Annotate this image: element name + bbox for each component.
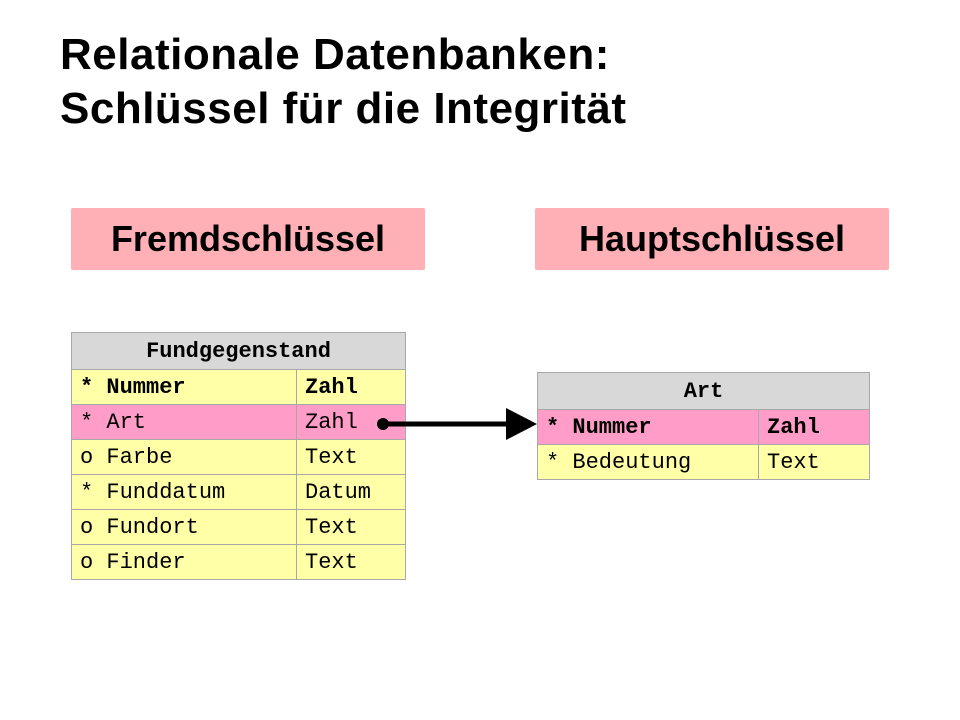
primary-key-row: * Nummer Zahl <box>537 409 870 445</box>
field-type: Text <box>296 439 406 475</box>
field-name: o Fundort <box>71 509 297 545</box>
table-row-farbe: o Farbe Text <box>71 439 406 475</box>
field-name: o Finder <box>71 544 297 580</box>
field-name: * Nummer <box>537 409 759 445</box>
table-row-fundort: o Fundort Text <box>71 509 406 545</box>
field-type: Zahl <box>758 409 870 445</box>
foreign-key-row: * Art Zahl <box>71 404 406 440</box>
field-name: * Funddatum <box>71 474 297 510</box>
arrow-head <box>506 408 537 440</box>
slide-title: Relationale Datenbanken: Schlüssel für d… <box>60 28 627 136</box>
title-line-1: Relationale Datenbanken: <box>60 30 610 79</box>
table-row-nummer: * Nummer Zahl <box>71 369 406 405</box>
field-type: Zahl <box>296 404 406 440</box>
title-line-2: Schlüssel für die Integrität <box>60 84 627 133</box>
field-type: Text <box>758 444 870 480</box>
table-header-row: Fundgegenstand <box>71 332 406 370</box>
field-type: Text <box>296 544 406 580</box>
field-name: o Farbe <box>71 439 297 475</box>
table-row-bedeutung: * Bedeutung Text <box>537 444 870 480</box>
table-name-fundgegenstand: Fundgegenstand <box>71 332 406 370</box>
field-name: * Art <box>71 404 297 440</box>
field-type: Zahl <box>296 369 406 405</box>
table-row-funddatum: * Funddatum Datum <box>71 474 406 510</box>
table-row-finder: o Finder Text <box>71 544 406 580</box>
field-name: * Nummer <box>71 369 297 405</box>
table-art: Art * Nummer Zahl * Bedeutung Text <box>537 372 870 480</box>
field-type: Datum <box>296 474 406 510</box>
table-name-art: Art <box>537 372 870 410</box>
table-fundgegenstand: Fundgegenstand * Nummer Zahl * Art Zahl … <box>71 332 406 580</box>
foreign-key-label: Fremdschlüssel <box>71 208 425 270</box>
field-name: * Bedeutung <box>537 444 759 480</box>
primary-key-label: Hauptschlüssel <box>535 208 889 270</box>
field-type: Text <box>296 509 406 545</box>
table-header-row: Art <box>537 372 870 410</box>
